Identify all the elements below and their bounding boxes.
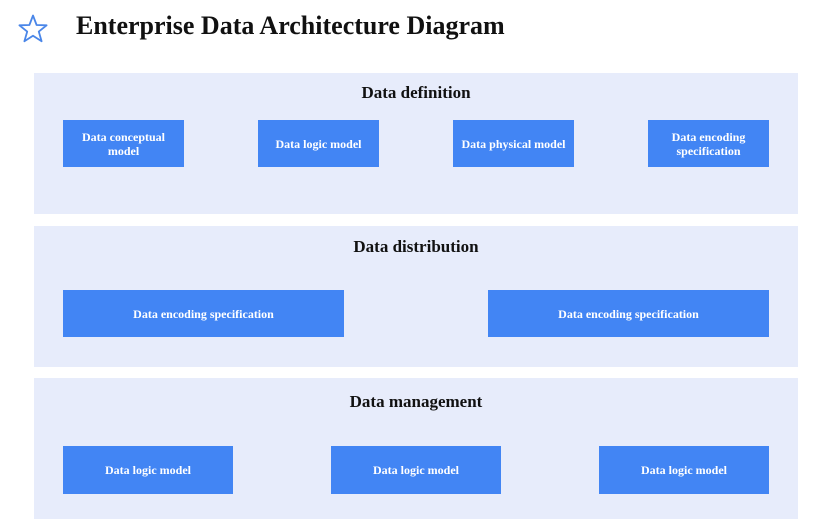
section-data-definition: Data definition Data conceptual model Da… [34,73,798,214]
box-data-conceptual-model[interactable]: Data conceptual model [63,120,184,167]
section-title: Data management [349,392,483,411]
box-data-logic-model-2[interactable]: Data logic model [331,446,501,494]
page-title: Enterprise Data Architecture Diagram [76,11,505,40]
star-icon [18,14,48,43]
section-data-management: Data management Data logic model Data lo… [34,378,798,519]
box-data-physical-model[interactable]: Data physical model [453,120,574,167]
box-data-encoding-specification-left[interactable]: Data encoding specification [63,290,344,337]
section-title: Data distribution [353,237,479,256]
box-data-logic-model-3[interactable]: Data logic model [599,446,769,494]
header: Enterprise Data Architecture Diagram [0,0,824,56]
section-title: Data definition [361,83,471,102]
box-data-logic-model[interactable]: Data logic model [258,120,379,167]
box-data-encoding-specification[interactable]: Data encoding specification [648,120,769,167]
section-data-distribution: Data distribution Data encoding specific… [34,226,798,367]
box-data-logic-model-1[interactable]: Data logic model [63,446,233,494]
box-data-encoding-specification-right[interactable]: Data encoding specification [488,290,769,337]
